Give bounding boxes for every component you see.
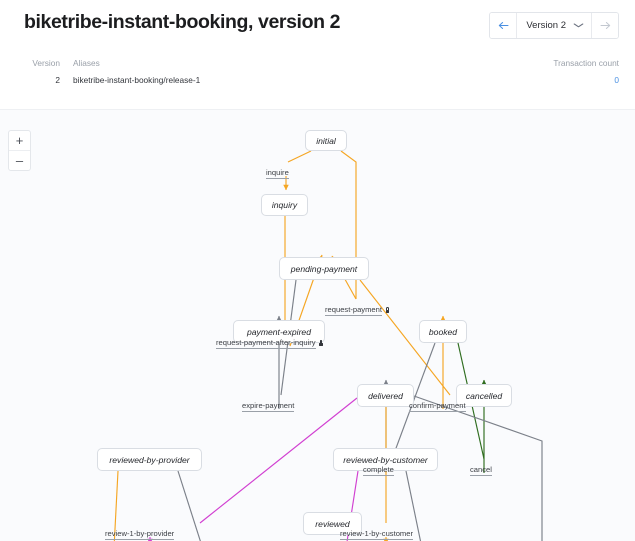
- edge-label-text: review-1-by-customer: [340, 529, 414, 540]
- edge-label-cancel[interactable]: cancel: [470, 465, 492, 476]
- node-pending-payment[interactable]: pending-payment: [279, 257, 369, 280]
- lock-icon: [319, 340, 324, 347]
- node-reviewed[interactable]: reviewed: [303, 512, 362, 535]
- edge-label-request-payment[interactable]: request-payment: [325, 305, 390, 316]
- cell-transaction-count: 0: [614, 75, 619, 85]
- chevron-down-icon: [573, 23, 584, 28]
- page-title: biketribe-instant-booking, version 2: [24, 11, 341, 33]
- transaction-count-link[interactable]: 0: [614, 75, 619, 85]
- node-delivered[interactable]: delivered: [357, 384, 414, 407]
- arrow-left-icon: [498, 22, 509, 29]
- next-version-button[interactable]: [592, 13, 618, 38]
- version-dropdown[interactable]: Version 2: [517, 13, 591, 38]
- edge-label-text: review-1-by-provider: [105, 529, 175, 540]
- node-initial[interactable]: initial: [305, 130, 347, 151]
- edge-label-review-1-by-customer[interactable]: review-1-by-customer: [340, 529, 414, 540]
- zoom-controls[interactable]: + –: [8, 130, 31, 171]
- node-booked[interactable]: booked: [419, 320, 467, 343]
- edge-label-text: confirm-payment: [409, 401, 466, 412]
- edge-label-text: expire-payment: [242, 401, 295, 412]
- arrow-right-icon: [600, 22, 610, 29]
- cell-aliases: biketribe-instant-booking/release-1: [73, 75, 201, 85]
- table-row: 2 biketribe-instant-booking/release-1 0: [24, 75, 619, 85]
- edge-label-review-1-by-provider[interactable]: review-1-by-provider: [105, 529, 175, 540]
- table-header-row: Version Aliases Transaction count: [24, 58, 619, 68]
- column-header-aliases: Aliases: [73, 58, 100, 68]
- divider-right: [591, 13, 592, 38]
- edge-label-text: request-payment-after-inquiry: [216, 338, 316, 349]
- previous-version-button[interactable]: [490, 13, 517, 38]
- zoom-in-button[interactable]: +: [15, 133, 24, 148]
- version-switcher[interactable]: Version 2: [489, 12, 619, 39]
- column-header-version: Version: [32, 58, 60, 68]
- edge-label-confirm-payment[interactable]: confirm-payment: [409, 401, 466, 412]
- edge-label-text: inquire: [266, 168, 289, 179]
- lock-icon: [385, 307, 390, 314]
- divider-left: [516, 13, 518, 38]
- node-inquiry[interactable]: inquiry: [261, 194, 308, 216]
- state-machine-canvas[interactable]: + –: [0, 110, 635, 541]
- node-reviewed-by-customer[interactable]: reviewed-by-customer: [333, 448, 438, 471]
- edge-label-text: complete: [363, 465, 394, 476]
- edge-label-inquire[interactable]: inquire: [266, 168, 289, 179]
- edge-label-text: cancel: [470, 465, 492, 476]
- node-reviewed-by-provider[interactable]: reviewed-by-provider: [97, 448, 202, 471]
- edge-label-request-payment-after-inquiry[interactable]: request-payment-after-inquiry: [216, 338, 324, 349]
- column-header-transaction-count: Transaction count: [553, 58, 619, 68]
- version-meta-table: Version Aliases Transaction count 2 bike…: [24, 58, 619, 85]
- version-dropdown-label: Version 2: [526, 20, 566, 31]
- edge-label-expire-payment[interactable]: expire-payment: [242, 401, 295, 412]
- cell-version: 2: [55, 75, 60, 85]
- page-header: biketribe-instant-booking, version 2 Ver…: [0, 0, 635, 110]
- zoom-out-button[interactable]: –: [9, 150, 30, 170]
- edge-label-complete[interactable]: complete: [363, 465, 394, 476]
- edge-label-text: request-payment: [325, 305, 382, 316]
